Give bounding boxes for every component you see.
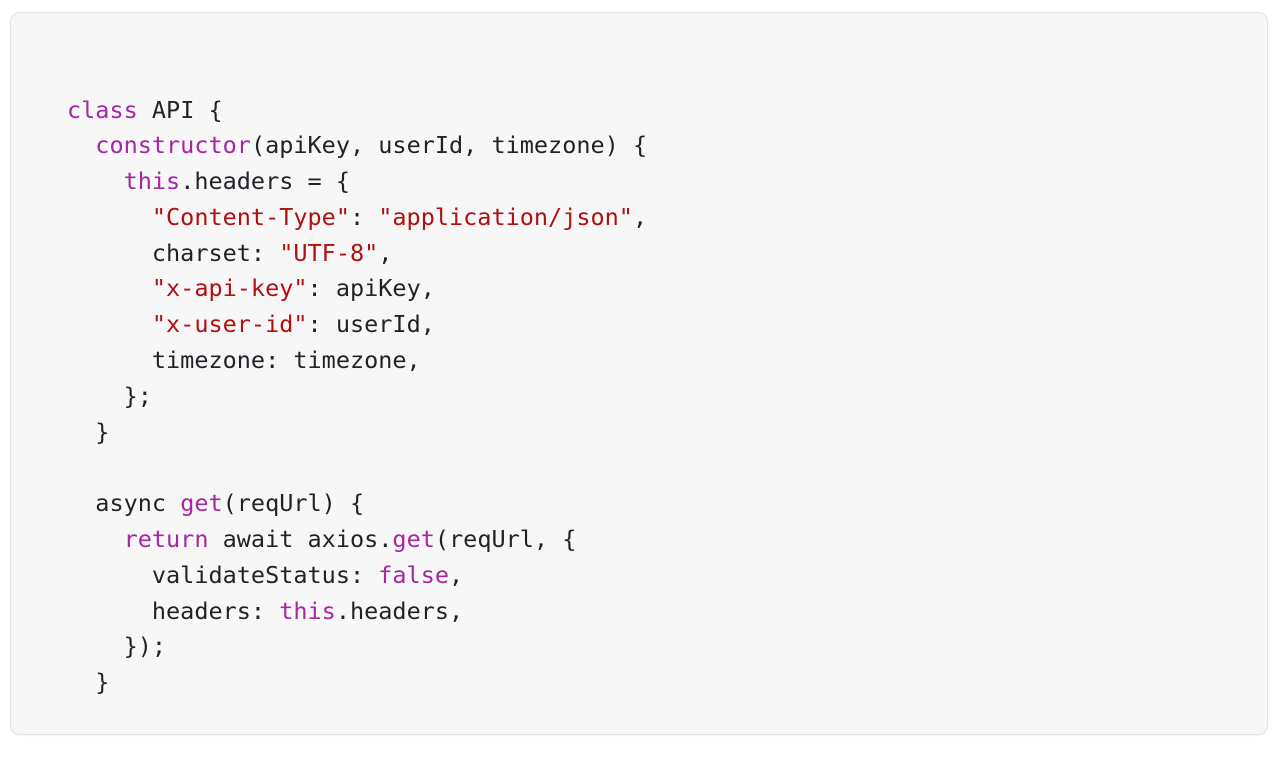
code-line-14: validateStatus: false,	[67, 558, 1267, 594]
string-x-api-key: "x-api-key"	[151, 274, 308, 303]
user-id-value: : userId,	[307, 310, 435, 339]
validate-status-key: validateStatus:	[151, 560, 379, 589]
comma: ,	[378, 238, 393, 267]
timezone-entry: timezone: timezone,	[151, 346, 421, 375]
code-line-12: async get(reqUrl) {	[67, 486, 1267, 522]
indent	[67, 489, 95, 517]
code-line-5: charset: "UTF-8",	[67, 236, 1267, 272]
keyword-false: false	[378, 560, 450, 589]
string-content-type-key: "Content-Type"	[151, 202, 350, 231]
keyword-class: class	[67, 95, 138, 124]
string-application-json: "application/json"	[378, 202, 633, 231]
keyword-this: this	[279, 596, 336, 625]
indent	[67, 131, 95, 159]
indent	[67, 597, 152, 625]
code-block[interactable]: class API { constructor(apiKey, userId, …	[11, 37, 1267, 702]
api-key-value: : apiKey,	[307, 274, 435, 303]
get-params: (reqUrl) {	[222, 489, 365, 518]
axios-get-args: (reqUrl, {	[434, 525, 577, 554]
keyword-async: async	[95, 489, 181, 518]
code-line-13: return await axios.get(reqUrl, {	[67, 522, 1267, 558]
string-x-user-id: "x-user-id"	[151, 310, 308, 339]
code-line-17: }	[67, 665, 1267, 701]
code-line-10: }	[67, 415, 1267, 451]
close-brace-semicolon: };	[67, 381, 152, 410]
await-axios: await axios.	[208, 525, 393, 554]
headers-key: headers:	[151, 596, 280, 625]
code-line-9: };	[67, 379, 1267, 415]
colon: :	[349, 202, 379, 231]
indent	[67, 525, 124, 553]
class-name-api: API {	[137, 95, 223, 124]
code-content: class API { constructor(apiKey, userId, …	[67, 93, 1267, 702]
indent	[67, 274, 152, 302]
code-snippet-card: class API { constructor(apiKey, userId, …	[10, 12, 1268, 735]
close-brace-constructor: }	[67, 417, 110, 446]
charset-key: charset:	[151, 238, 280, 267]
code-line-3: this.headers = {	[67, 164, 1267, 200]
keyword-return: return	[123, 525, 209, 554]
code-line-15: headers: this.headers,	[67, 594, 1267, 630]
comma: ,	[449, 560, 464, 589]
code-line-2: constructor(apiKey, userId, timezone) {	[67, 128, 1267, 164]
code-line-7: "x-user-id": userId,	[67, 307, 1267, 343]
keyword-this: this	[123, 167, 181, 196]
constructor-params: (apiKey, userId, timezone) {	[250, 131, 648, 160]
close-brace-method: }	[67, 668, 110, 697]
headers-assignment: .headers = {	[180, 167, 350, 196]
comma: ,	[632, 202, 648, 231]
indent	[67, 346, 152, 374]
close-paren-semicolon: });	[67, 632, 167, 661]
code-line-16: });	[67, 629, 1267, 665]
code-line-11-blank	[67, 450, 1267, 486]
code-line-8: timezone: timezone,	[67, 343, 1267, 379]
headers-ref: .headers,	[335, 596, 464, 625]
indent	[67, 310, 152, 338]
indent	[67, 167, 124, 195]
function-constructor: constructor	[95, 131, 251, 160]
string-utf-8: "UTF-8"	[279, 238, 379, 267]
method-get: get	[180, 489, 223, 518]
indent	[67, 203, 152, 231]
code-line-1: class API {	[67, 93, 1267, 129]
code-line-4: "Content-Type": "application/json",	[67, 200, 1267, 236]
indent	[67, 561, 152, 589]
code-line-6: "x-api-key": apiKey,	[67, 271, 1267, 307]
axios-get-call: get	[392, 525, 435, 554]
indent	[67, 239, 152, 267]
